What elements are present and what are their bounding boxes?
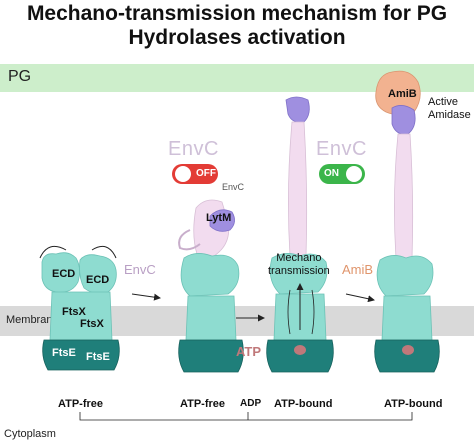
ecd-label-left: ECD	[52, 268, 76, 280]
mechano-line-right	[311, 289, 315, 335]
ecd-curve-arrow-left	[39, 245, 67, 259]
envc-off-title: EnvC	[168, 138, 219, 160]
atp-molecule	[402, 345, 414, 355]
ftsx-transmembrane	[381, 295, 433, 341]
envc-coiled-coil	[394, 133, 414, 259]
arrow-envc	[131, 293, 161, 301]
envc-loop	[178, 229, 201, 251]
cytoplasm-label: Cytoplasm	[4, 428, 56, 440]
ecd-domain-right	[79, 254, 117, 294]
off-toggle-icon: OFF	[172, 164, 218, 184]
ftsx-label-top: FtsX	[62, 306, 86, 318]
amib-label: AmiB	[388, 88, 417, 100]
lytm-domain	[391, 105, 416, 135]
ftse-dimer	[374, 339, 440, 373]
mechano-line-left	[287, 289, 291, 335]
stage-label-2: ATP-free	[180, 398, 226, 410]
stage-label-4: ATP-bound	[384, 398, 443, 410]
ftse-label-left: FtsE	[52, 347, 76, 359]
stage-label-1: ATP-free	[58, 398, 104, 410]
mechano-label: Mechano transmission	[268, 252, 330, 277]
figure-title-line-2: Hydrolases activation	[128, 26, 346, 49]
toggle-off-text: OFF	[196, 168, 216, 179]
atp-molecule	[294, 345, 306, 355]
figure-title-line-1: Mechano-transmission mechanism for PG	[26, 2, 448, 25]
lytm-label: LytM	[206, 212, 232, 224]
ftse-label-right: FtsE	[86, 351, 110, 363]
ftse-dimer	[178, 339, 244, 373]
envc-arrow-label: EnvC	[124, 262, 156, 277]
ftsx-label-bottom: FtsX	[80, 318, 104, 330]
ftse-dimer	[42, 339, 120, 371]
ecd-domain	[376, 255, 434, 297]
amib-arrow-label: AmiB	[342, 262, 374, 277]
active-amidase-label: Active Amidase	[428, 96, 471, 121]
complex-stage-2	[178, 199, 244, 373]
complex-stage-4	[374, 70, 440, 373]
ftse-dimer	[266, 339, 334, 373]
on-toggle-icon: ON	[319, 164, 365, 184]
envc-small-label: EnvC	[222, 182, 245, 192]
amib-domain	[375, 70, 421, 116]
arrow-amib	[345, 293, 375, 303]
toggle-on-text: ON	[324, 168, 339, 179]
complex-stage-1	[39, 245, 120, 371]
stage-label-3: ATP-bound	[274, 398, 333, 410]
pg-label: PG	[8, 68, 32, 85]
lytm-domain	[285, 96, 310, 123]
ftsx-transmembrane	[185, 295, 237, 341]
ecd-domain	[180, 253, 240, 297]
ecd-label-right: ECD	[86, 274, 110, 286]
ecd-curve-arrow-right	[91, 245, 117, 259]
membrane-label: Membrane	[6, 314, 59, 326]
lytm-domain	[209, 209, 235, 232]
complex-stage-3	[266, 96, 334, 373]
envc-on-title: EnvC	[316, 138, 367, 160]
atp-arrow-label: ATP	[236, 344, 262, 359]
adp-label: ADP	[240, 398, 262, 409]
cycle-bracket	[79, 412, 413, 421]
envc-coiled-coil	[288, 121, 308, 257]
ecd-domain	[269, 253, 328, 295]
